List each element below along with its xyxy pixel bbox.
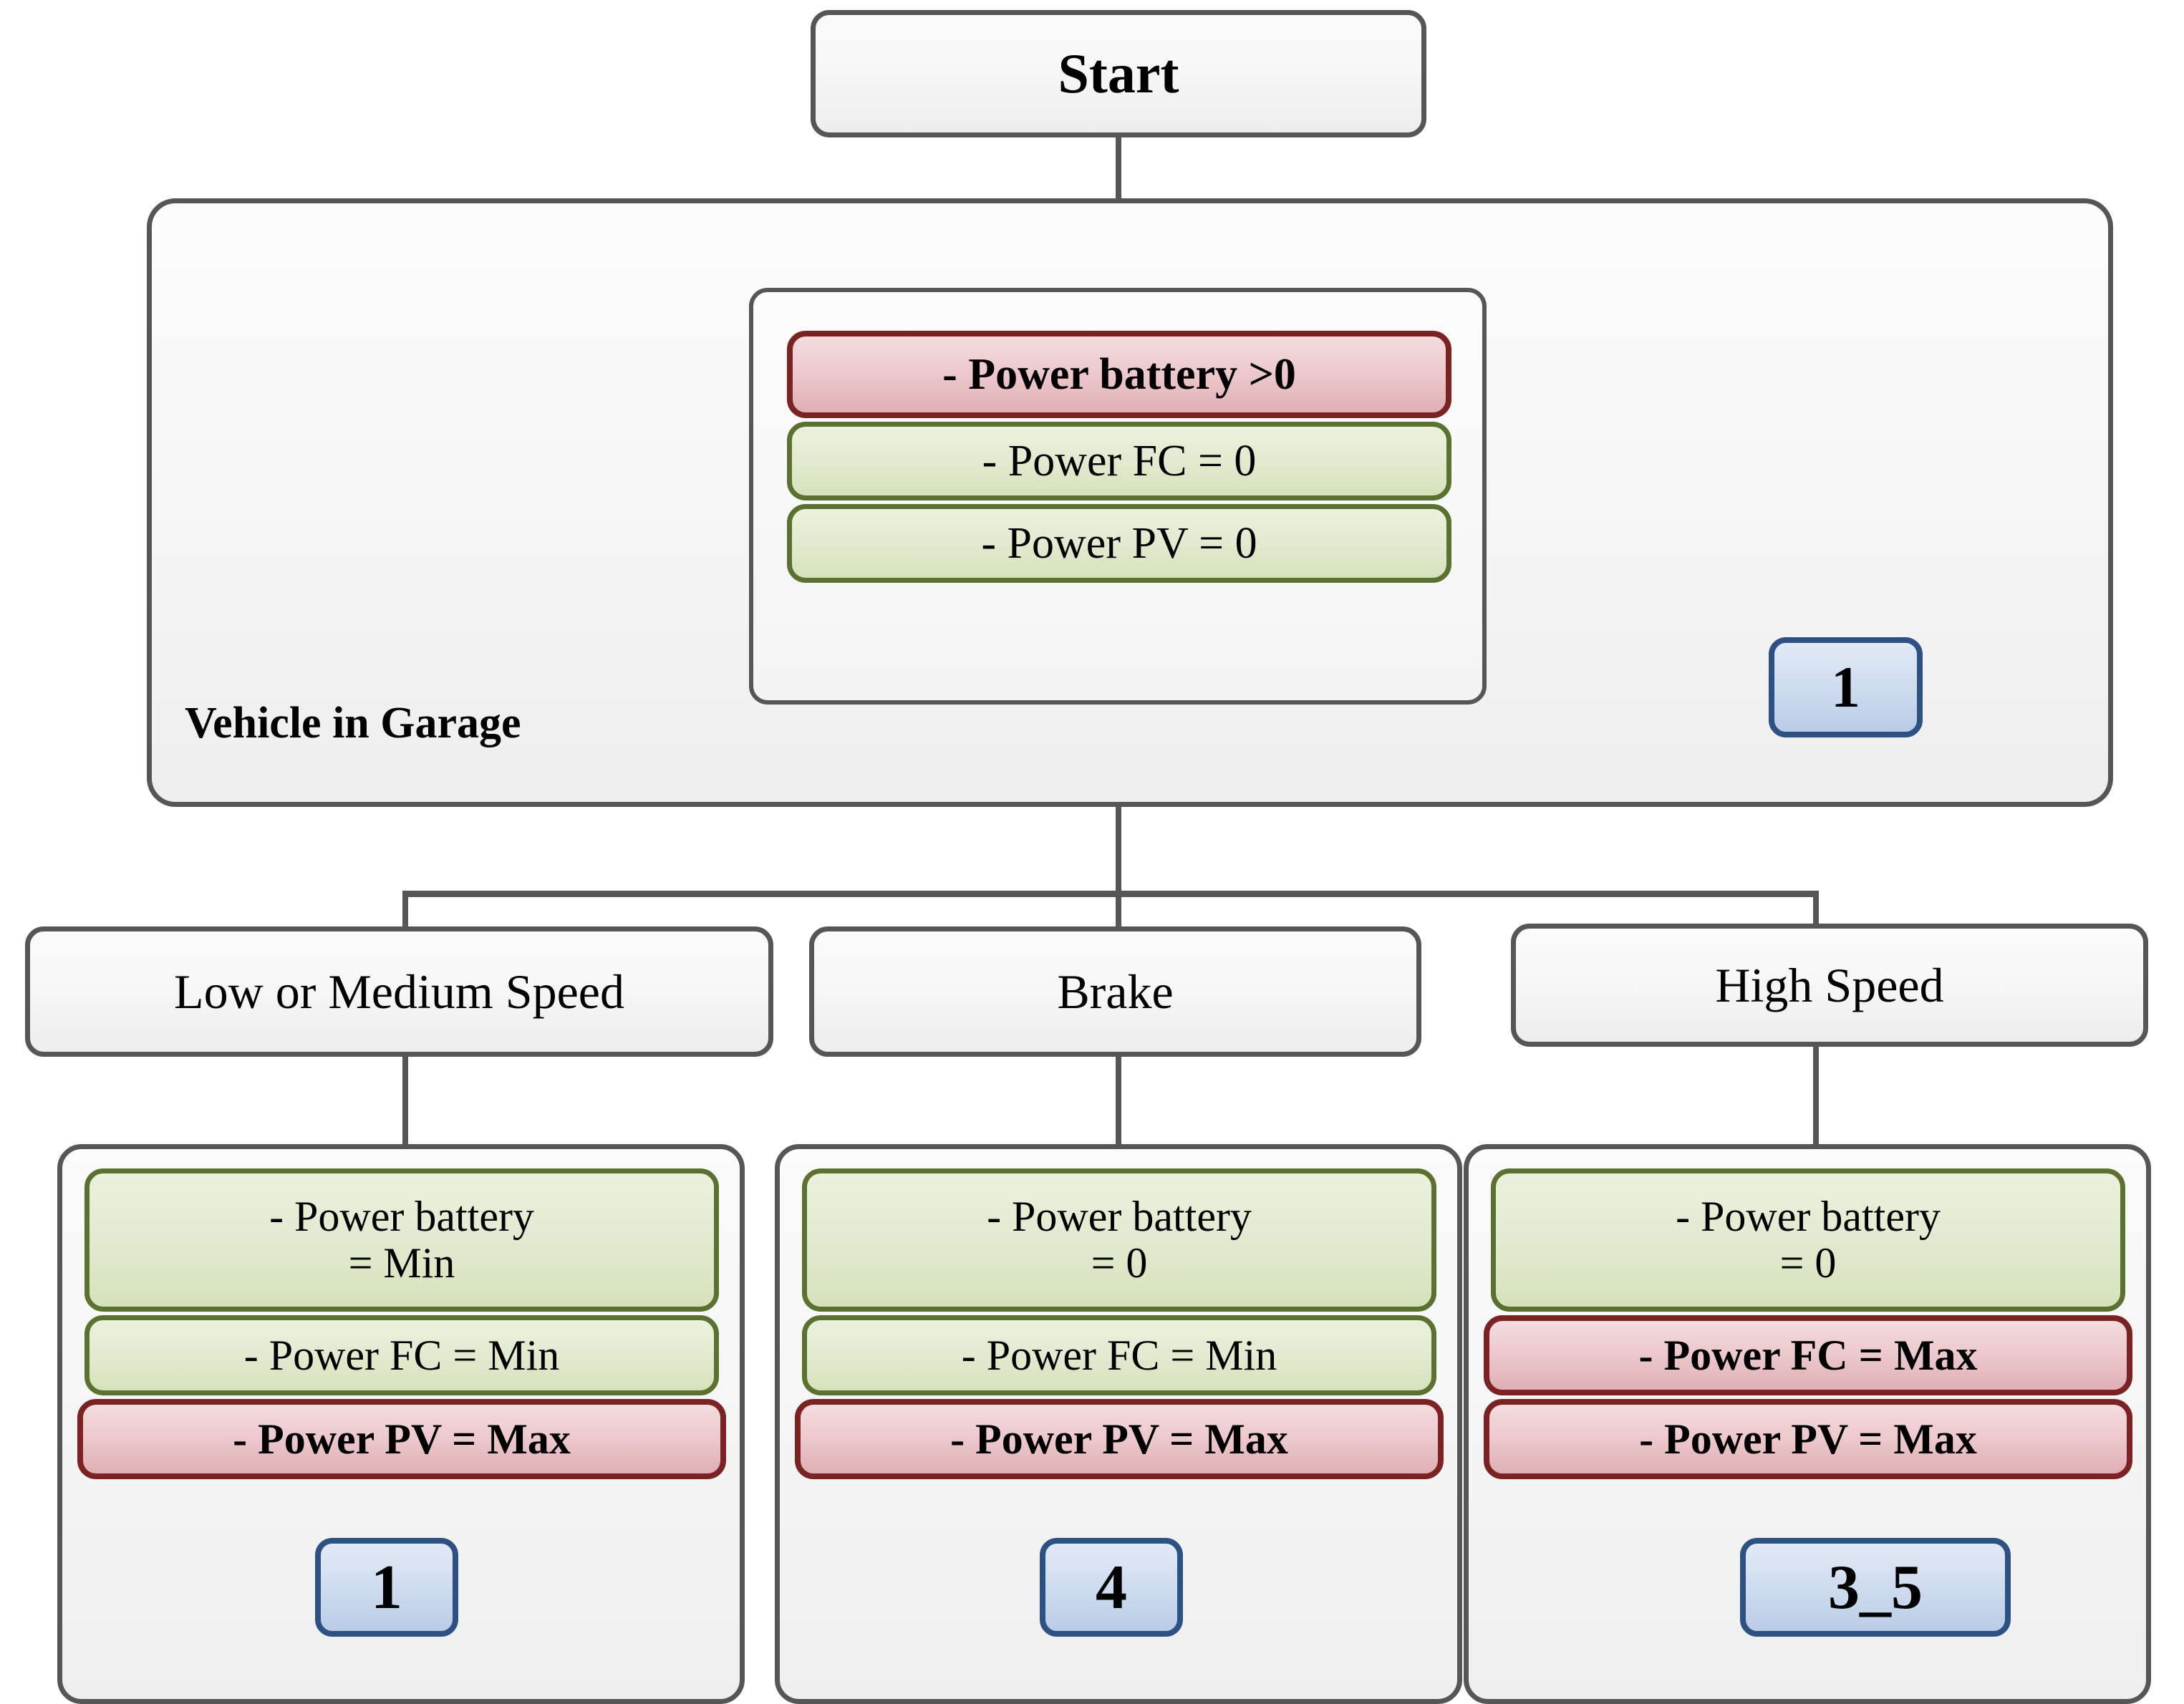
connector-branch-drop-left <box>402 891 408 934</box>
branch-2-condition-2-text: - Power PV = Max <box>1639 1415 1977 1463</box>
start-node[interactable]: Start <box>811 10 1426 137</box>
branch-1-condition-0[interactable]: - Power battery = 0 <box>802 1168 1436 1312</box>
branch-1-condition-0-line2: = 0 <box>1091 1239 1148 1287</box>
branch-1-condition-0-text: - Power battery = 0 <box>987 1194 1252 1287</box>
garage-condition-2[interactable]: - Power PV = 0 <box>787 504 1451 583</box>
connector-mode-right-to-panel <box>1813 1042 1819 1153</box>
mode-label-1-text: Brake <box>1057 964 1174 1019</box>
vehicle-in-garage-label: Vehicle in Garage <box>185 699 521 747</box>
branch-2-condition-1[interactable]: - Power FC = Max <box>1484 1315 2132 1395</box>
garage-state-badge-value: 1 <box>1831 654 1860 720</box>
mode-label-2-text: High Speed <box>1715 957 1944 1012</box>
connector-branch-drop-right <box>1813 891 1819 934</box>
garage-condition-1[interactable]: - Power FC = 0 <box>787 422 1451 500</box>
mode-label-low-or-medium-speed[interactable]: Low or Medium Speed <box>25 926 773 1057</box>
branch-2-condition-0-line2: = 0 <box>1779 1239 1837 1287</box>
branch-1-condition-1[interactable]: - Power FC = Min <box>802 1315 1436 1395</box>
branch-0-condition-2-text: - Power PV = Max <box>233 1415 571 1463</box>
mode-label-brake[interactable]: Brake <box>809 926 1421 1057</box>
branch-2-condition-0-text: - Power battery = 0 <box>1676 1194 1941 1287</box>
connector-mode-middle-to-panel <box>1116 1052 1121 1153</box>
branch-0-state-badge[interactable]: 1 <box>315 1538 458 1637</box>
mode-label-0-text: Low or Medium Speed <box>174 964 624 1019</box>
branch-2-condition-0-line1: - Power battery <box>1676 1193 1941 1241</box>
branch-2-condition-1-text: - Power FC = Max <box>1638 1331 1978 1379</box>
branch-1-condition-2[interactable]: - Power PV = Max <box>795 1399 1444 1479</box>
branch-1-state-badge-value: 4 <box>1096 1552 1127 1622</box>
branch-0-condition-1-text: - Power FC = Min <box>243 1331 560 1379</box>
garage-condition-0[interactable]: - Power battery >0 <box>787 331 1451 418</box>
connector-branch-drop-middle <box>1116 891 1121 934</box>
branch-1-condition-2-text: - Power PV = Max <box>950 1415 1288 1463</box>
branch-0-condition-0-line2: = Min <box>348 1239 455 1287</box>
branch-1-condition-0-line1: - Power battery <box>987 1193 1252 1241</box>
start-node-label: Start <box>1058 42 1179 105</box>
garage-condition-2-text: - Power PV = 0 <box>981 518 1257 568</box>
branch-0-condition-0-line1: - Power battery <box>269 1193 534 1241</box>
branch-2-state-badge-value: 3_5 <box>1828 1552 1923 1622</box>
branch-2-state-badge[interactable]: 3_5 <box>1740 1538 2011 1637</box>
garage-condition-0-text: - Power battery >0 <box>942 349 1296 399</box>
branch-2-condition-2[interactable]: - Power PV = Max <box>1484 1399 2132 1479</box>
branch-1-condition-1-text: - Power FC = Min <box>961 1331 1277 1379</box>
branch-1-state-badge[interactable]: 4 <box>1040 1538 1183 1637</box>
garage-state-badge[interactable]: 1 <box>1769 637 1923 737</box>
branch-0-state-badge-value: 1 <box>371 1552 402 1622</box>
connector-branch-bus <box>402 891 1819 897</box>
branch-2-condition-0[interactable]: - Power battery = 0 <box>1491 1168 2125 1312</box>
branch-0-condition-1[interactable]: - Power FC = Min <box>84 1315 719 1395</box>
mode-label-high-speed[interactable]: High Speed <box>1511 924 2148 1047</box>
branch-0-condition-2[interactable]: - Power PV = Max <box>77 1399 726 1479</box>
garage-condition-1-text: - Power FC = 0 <box>982 436 1257 485</box>
connector-mode-left-to-panel <box>402 1052 408 1153</box>
branch-0-condition-0[interactable]: - Power battery = Min <box>84 1168 719 1312</box>
branch-0-condition-0-text: - Power battery = Min <box>269 1194 534 1287</box>
